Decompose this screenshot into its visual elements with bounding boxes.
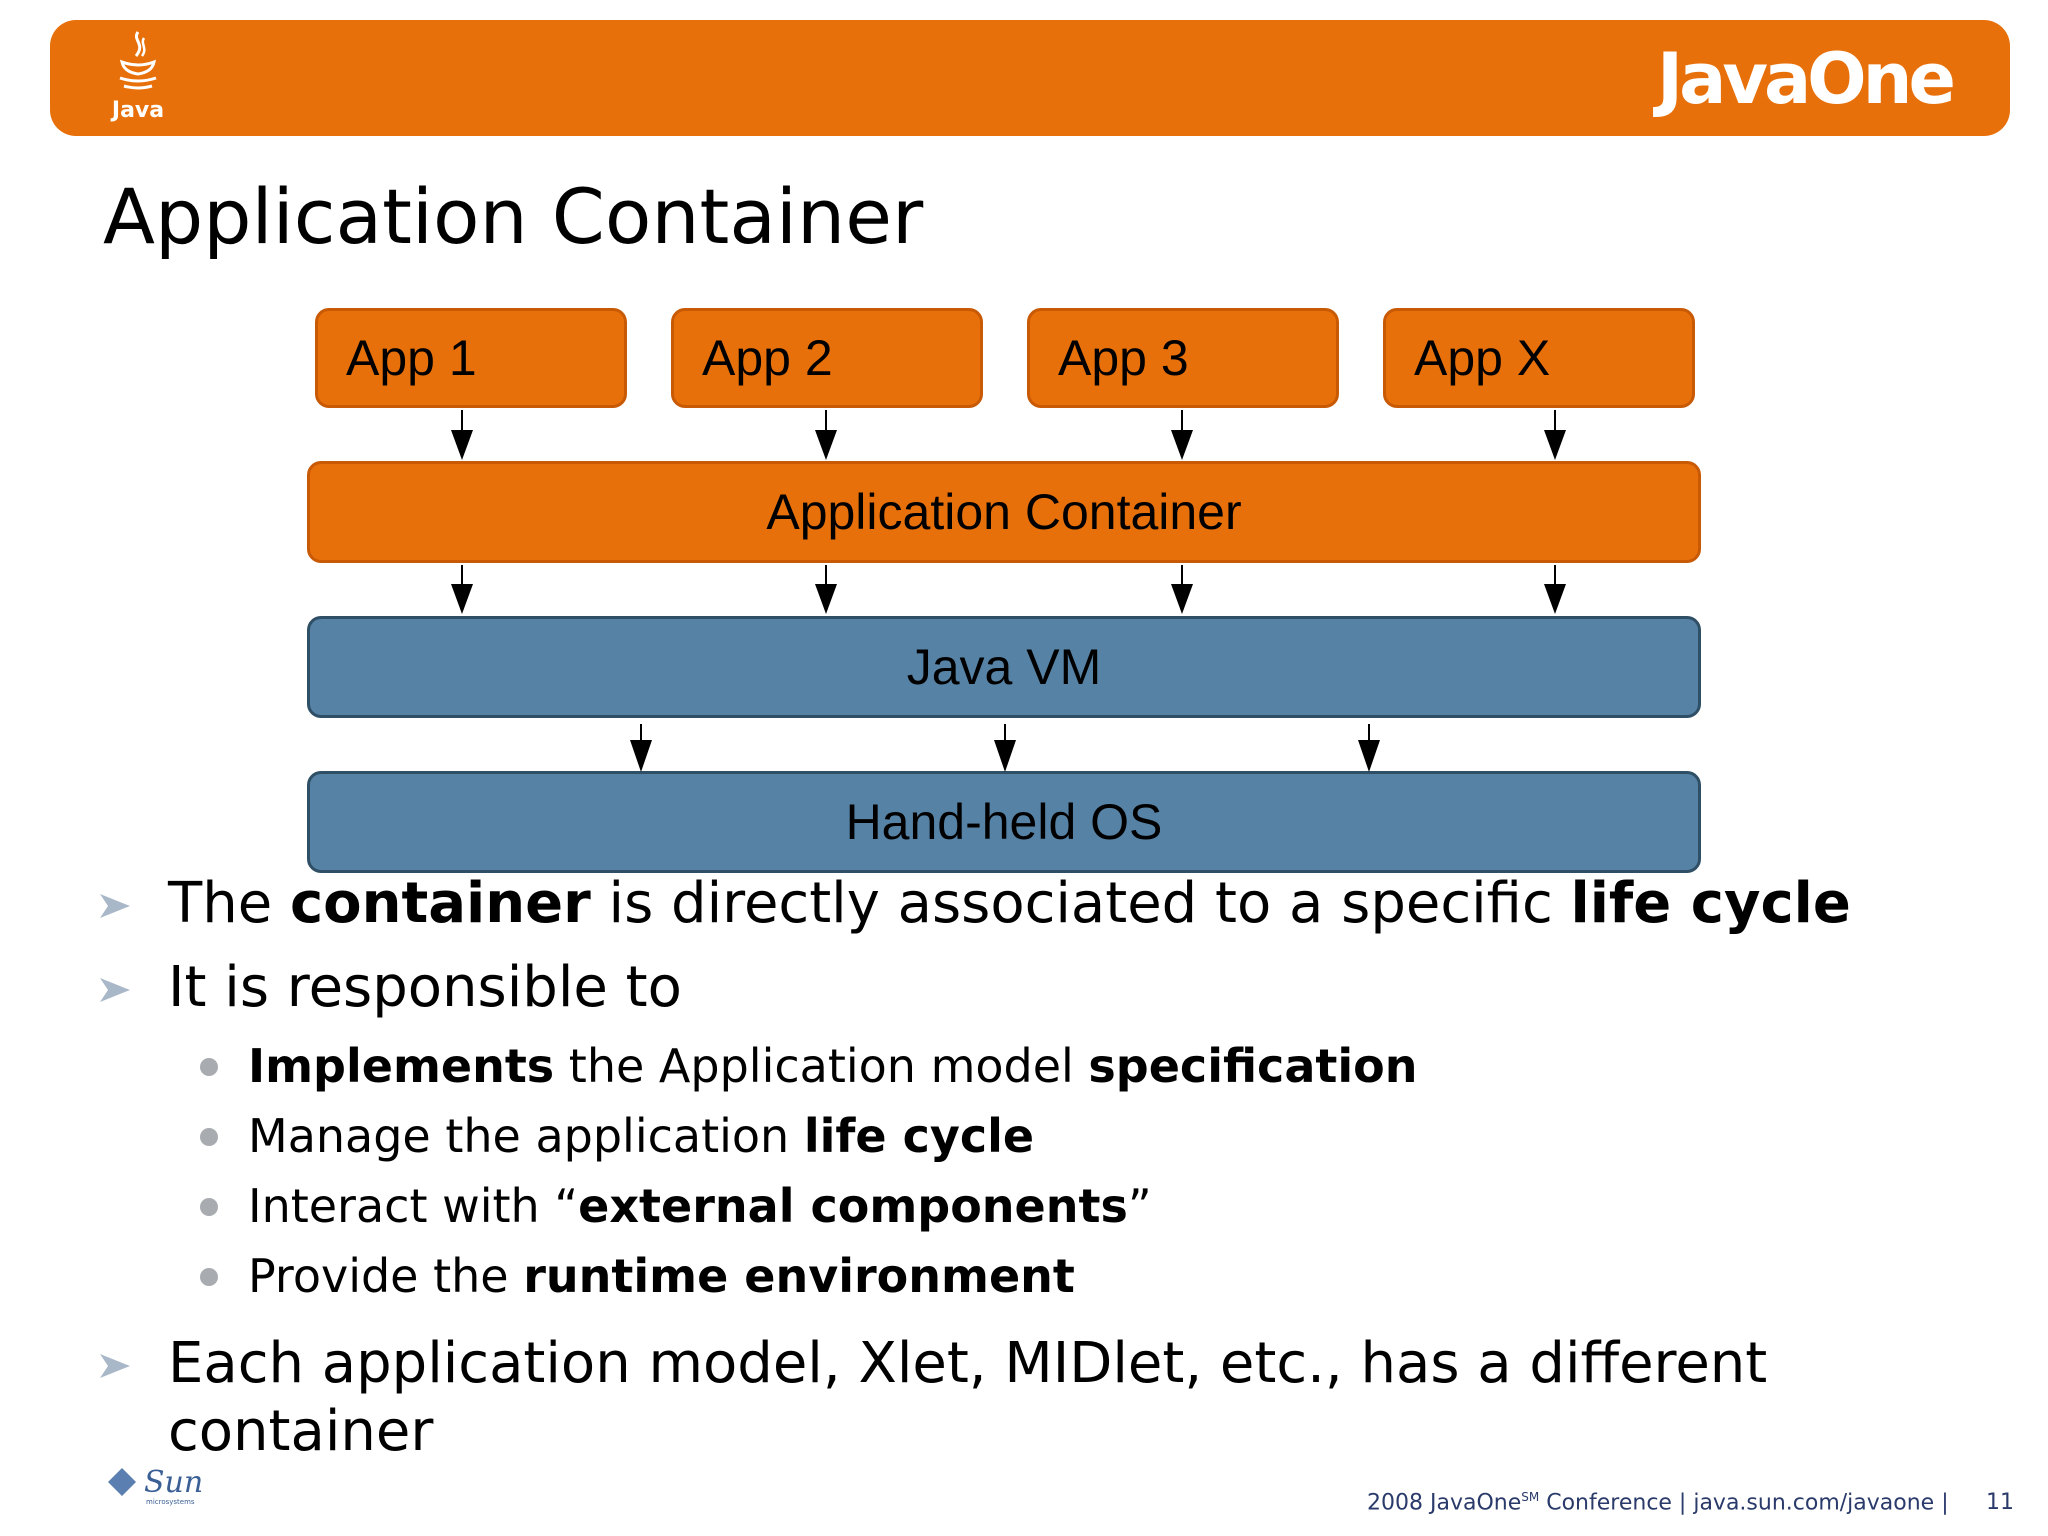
application-container-label: Application Container: [766, 484, 1242, 540]
dot-bullet-icon: [200, 1268, 218, 1286]
sub-bullet-3-post: ”: [1127, 1179, 1152, 1233]
arrow-appx-container: [1544, 410, 1566, 460]
dot-bullet-icon: [200, 1128, 218, 1146]
footer-conference: Conference | java.sun.com/javaone |: [1539, 1490, 1949, 1516]
app-2-box: App 2: [671, 308, 983, 408]
chevron-bullet-icon: [100, 978, 130, 1002]
slide-number: 11: [1986, 1490, 2014, 1515]
arrow-container-vm-2: [815, 565, 837, 614]
bullet-3-line-1: Each application model, Xlet, MIDlet, et…: [168, 1331, 1768, 1396]
arrow-container-vm-4: [1544, 565, 1566, 614]
arrow-vm-os-2: [994, 724, 1016, 772]
arrow-vm-os-1: [630, 724, 652, 772]
sub-bullet-1-bold-a: Implements: [248, 1039, 555, 1093]
app-x-box: App X: [1383, 308, 1695, 408]
arrow-app1-container: [451, 410, 473, 460]
app-3-label: App 3: [1058, 330, 1189, 386]
java-logo: Java: [102, 28, 172, 128]
handheld-os-box: Hand-held OS: [307, 771, 1701, 873]
app-3-box: App 3: [1027, 308, 1339, 408]
app-x-label: App X: [1414, 330, 1551, 386]
arrow-container-vm-1: [451, 565, 473, 614]
footer-text: 2008 JavaOneSM Conference | java.sun.com…: [1367, 1490, 1949, 1515]
page-title: Application Container: [103, 172, 924, 261]
java-logo-text: Java: [111, 98, 165, 123]
application-container-box: Application Container: [307, 461, 1701, 563]
java-vm-label: Java VM: [906, 639, 1102, 695]
bullet-1-bold-b: life cycle: [1570, 871, 1851, 936]
sub-bullet-2-text: Manage the application: [248, 1109, 804, 1163]
footer-year: 2008 JavaOne: [1367, 1490, 1522, 1516]
arrow-container-vm-3: [1171, 565, 1193, 614]
arrow-vm-os-3: [1358, 724, 1380, 772]
handheld-os-label: Hand-held OS: [845, 794, 1163, 850]
app-1-box: App 1: [315, 308, 627, 408]
chevron-bullet-icon: [100, 1354, 130, 1378]
bullet-3-line-2: container: [168, 1399, 434, 1464]
sun-logo-text: Sun: [144, 1465, 203, 1500]
header-bar: Java JavaOne: [50, 20, 2010, 136]
bullet-2-text: It is responsible to: [168, 955, 682, 1020]
sub-bullet-4-text: Provide the: [248, 1249, 524, 1303]
java-vm-box: Java VM: [307, 616, 1701, 718]
bullet-1-bold-a: container: [289, 871, 591, 936]
sub-bullet-1-bold-b: specification: [1088, 1039, 1418, 1093]
sub-bullet-2-bold: life cycle: [803, 1109, 1035, 1163]
dot-bullet-icon: [200, 1058, 218, 1076]
sub-bullet-3-bold: external components: [578, 1179, 1128, 1233]
bullet-1-text-a: The: [168, 871, 290, 936]
sun-logo-subtext: microsystems: [146, 1498, 195, 1506]
app-2-label: App 2: [702, 330, 833, 386]
javaone-logo: JavaOne: [1657, 38, 1956, 120]
dot-bullet-icon: [200, 1198, 218, 1216]
arrow-app2-container: [815, 410, 837, 460]
java-cup-icon: [119, 31, 157, 90]
chevron-bullet-icon: [100, 894, 130, 918]
sub-bullet-3-text: Interact with “: [248, 1179, 579, 1233]
arrow-app3-container: [1171, 410, 1193, 460]
app-1-label: App 1: [346, 330, 477, 386]
sub-bullet-1-text: the Application model: [554, 1039, 1089, 1093]
sub-bullet-4-bold: runtime environment: [523, 1249, 1075, 1303]
footer-sm-mark: SM: [1521, 1490, 1540, 1504]
sun-microsystems-logo: Sun microsystems: [108, 1465, 203, 1506]
bullet-1-text-b: is directly associated to a specific: [590, 871, 1571, 936]
